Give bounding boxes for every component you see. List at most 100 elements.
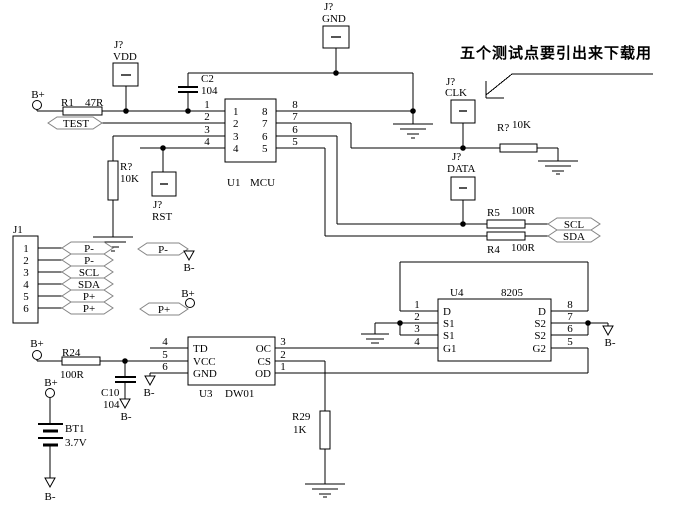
pin-number: 6 [23, 303, 29, 315]
ground-symbol [393, 111, 433, 139]
pin-name: D [538, 306, 546, 318]
pin-name: VCC [193, 356, 216, 368]
net-label: VDD [113, 51, 137, 63]
ic-u4-8205: U4 8205 1 2 3 4 D S1 S1 G1 D S2 S2 G2 8 … [414, 287, 573, 362]
power-label: B+ [31, 89, 45, 101]
resistor-body [486, 231, 526, 241]
pin-number: 3 [414, 323, 420, 335]
connector-body [12, 235, 39, 324]
ref-designator: J? [452, 151, 461, 163]
ref-designator: U3 [199, 388, 213, 400]
ic-u1-mcu: 1 2 3 4 1 2 3 4 8 7 6 5 8 7 6 5 U1 MCU [204, 98, 298, 189]
net-label: SDA [563, 231, 585, 243]
value-label: 10K [512, 119, 531, 131]
part-label: DW01 [225, 388, 254, 400]
power-label: B+ [181, 288, 195, 300]
pin-number: 1 [280, 361, 286, 373]
pin-number: 2 [233, 118, 239, 130]
pin-number: 8 [567, 299, 573, 311]
test-point-vdd: J? VDD [112, 39, 139, 87]
port-sda: SDA [547, 229, 601, 243]
ground-symbols [93, 111, 578, 498]
value-label: 100R [511, 242, 536, 254]
pin-number: 7 [262, 118, 268, 130]
net-label: P- [84, 243, 94, 255]
test-point-gnd: J? GND [322, 1, 350, 49]
test-point-rst: J? RST [151, 171, 177, 223]
value-label: 10K [120, 173, 139, 185]
pin-number: 2 [414, 311, 420, 323]
ground-symbol [305, 483, 345, 498]
resistor-body [499, 143, 538, 153]
note-text: 五个测试点要引出来下载用 [460, 44, 652, 62]
pin-name: S2 [534, 330, 546, 342]
pin-number: 7 [567, 311, 573, 323]
resistor-body [61, 356, 101, 366]
power-bplus-top: B+ [31, 89, 45, 110]
pin-number: 3 [280, 336, 286, 348]
pin-number: 8 [262, 106, 268, 118]
resistor-clk-pulldown: R? 10K [497, 119, 538, 153]
b-plus-terminal-icon [45, 388, 55, 398]
pin-name: G1 [443, 343, 456, 355]
ref-designator: R1 [61, 97, 74, 109]
power-label: B- [45, 491, 56, 503]
power-bminus-u3gnd: B- [144, 375, 156, 399]
net-label: DATA [447, 163, 476, 175]
part-label: 8205 [501, 287, 524, 299]
resistor-body [319, 410, 331, 450]
net-port [47, 116, 103, 130]
b-plus-terminal-icon [32, 100, 42, 110]
pin-number: 5 [292, 136, 298, 148]
port-p-minus: P- B- [137, 242, 195, 274]
ref-designator: C2 [201, 73, 214, 85]
test-point-clk: J? CLK [445, 76, 476, 124]
b-plus-terminal-icon [185, 298, 195, 308]
pin-name: S2 [534, 318, 546, 330]
pin-number: 4 [23, 279, 29, 291]
b-minus-arrow-icon [144, 375, 156, 387]
net-label: SCL [79, 267, 99, 279]
pin-name: OD [255, 368, 271, 380]
ref-designator: J? [446, 76, 455, 88]
power-bminus-u4: B- [602, 325, 616, 349]
capacitor-c10: C10 104 [101, 376, 136, 411]
b-minus-arrow-icon [44, 477, 56, 489]
pin-name: TD [193, 343, 208, 355]
pin-name: S1 [443, 318, 455, 330]
annotation-note: 五个测试点要引出来下载用 [460, 44, 653, 99]
ic-body [224, 98, 277, 163]
pin-number: 1 [23, 243, 29, 255]
ic-body [187, 336, 276, 386]
ref-designator: J? [114, 39, 123, 51]
b-minus-arrow-icon [119, 398, 131, 410]
pin-number: 2 [23, 255, 29, 267]
resistor-r4: R4 100R [486, 231, 536, 256]
pin-number: 6 [567, 323, 573, 335]
power-label: B+ [44, 377, 58, 389]
pin-number: 8 [292, 99, 298, 111]
ref-designator: U1 [227, 177, 240, 189]
pin-number: 6 [262, 131, 268, 143]
value-label: 100R [60, 369, 85, 381]
ic-body [437, 298, 552, 362]
net-port [139, 302, 189, 316]
pin-number: 6 [292, 124, 298, 136]
power-label: B+ [30, 338, 44, 350]
pin-number: 4 [233, 143, 239, 155]
port-p-plus: B+ P+ [139, 288, 195, 316]
power-label: B- [605, 337, 616, 349]
pin-name: GND [193, 368, 217, 380]
ref-designator: R24 [62, 347, 81, 359]
ref-designator: R4 [487, 244, 500, 256]
pin-name: OC [256, 343, 271, 355]
junction-dots [122, 70, 591, 364]
pin-number: 3 [233, 131, 239, 143]
net-label: TEST [63, 118, 90, 130]
ref-designator: R5 [487, 207, 500, 219]
pin-number: 3 [23, 267, 29, 279]
power-bminus-battery: B- [44, 477, 56, 503]
net-label: SDA [78, 279, 100, 291]
